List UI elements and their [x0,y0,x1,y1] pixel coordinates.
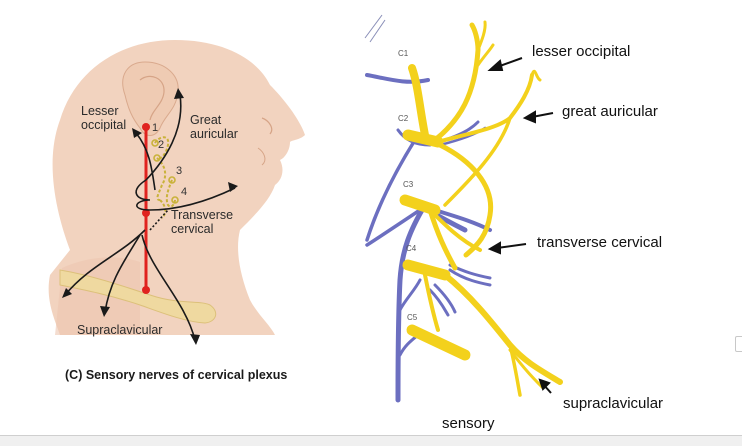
lesser-occipital-nerve [432,22,481,143]
segment-number-2: 2 [158,139,165,151]
motor-nerves [365,73,492,403]
label-transverse-cervical: Transverse cervical [171,208,233,236]
nose [261,117,273,135]
root-label-c4: C4 [406,244,417,253]
label-supraclavicular: Supraclavicular [77,323,163,337]
label-lesser-occipital: Lesser occipital [81,104,126,132]
left-figure-cervical-plexus: Lesser occipital Great auricular Transve… [0,0,360,400]
right-figure-sensory-branches: C1 C2 C3 C4 C5 lesser occipital great au… [360,0,742,435]
plexus-node-1 [151,139,159,147]
label-great-auricular-right: great auricular [562,103,658,120]
label-lesser-occipital-right: lesser occipital [532,43,631,60]
scroll-handle[interactable] [735,336,742,352]
clavicle [59,269,217,324]
root-c1 [408,64,429,139]
sensory-nerves [399,20,563,397]
nerve-diagram [364,14,563,403]
root-label-c2: C2 [398,114,409,123]
segment-number-4: 4 [181,186,188,198]
label-arrows [487,57,554,394]
root-label-c3: C3 [403,180,414,189]
supraclavicular-arrow-2 [104,234,141,313]
label-line: cervical [171,222,214,236]
great-auricular-nerve [436,73,534,144]
plexus-node-4 [171,196,179,204]
figure-caption: (C) Sensory nerves of cervical plexus [65,368,288,382]
root-c4 [402,259,451,281]
label-supraclavicular-right: supraclavicular [563,395,664,412]
nerve-arrows [64,94,236,341]
great-auricular-arrow [145,94,182,181]
label-line: Transverse [171,208,234,222]
root-label-c1: C1 [398,49,409,58]
root-label-c5: C5 [407,313,418,322]
transverse-cervical-arrow [135,179,236,211]
ear [122,61,179,136]
transverse-cervical-dotted [149,209,169,231]
bottom-bar [0,435,742,446]
label-transverse-cervical-right: transverse cervical [537,234,663,251]
arrow-transverse-cervical [496,243,527,249]
root-c5 [406,324,471,361]
label-line: Lesser [81,104,119,118]
segment-number-1: 1 [152,122,159,134]
label-line: Great [190,113,222,127]
plexus-node-2 [153,154,161,162]
mouth [257,147,266,166]
supraclavicular-arrow-3 [141,234,196,341]
label-great-auricular: Great auricular [190,113,238,141]
reference-dot-middle [142,209,150,217]
transverse-cervical-nerve [437,142,494,258]
background-lines [364,14,386,43]
plexus-node-3 [168,176,176,184]
label-line: auricular [190,127,238,141]
reference-dot-bottom [142,286,150,294]
label-line: occipital [81,118,127,132]
head-neck-illustration [48,40,305,345]
segment-number-3: 3 [176,165,183,177]
supraclavicular-arrow-1 [64,229,146,296]
reference-dot-top [142,123,150,131]
figure-title-sensory: sensory [442,415,495,432]
lesser-occipital-arrow [135,132,156,191]
